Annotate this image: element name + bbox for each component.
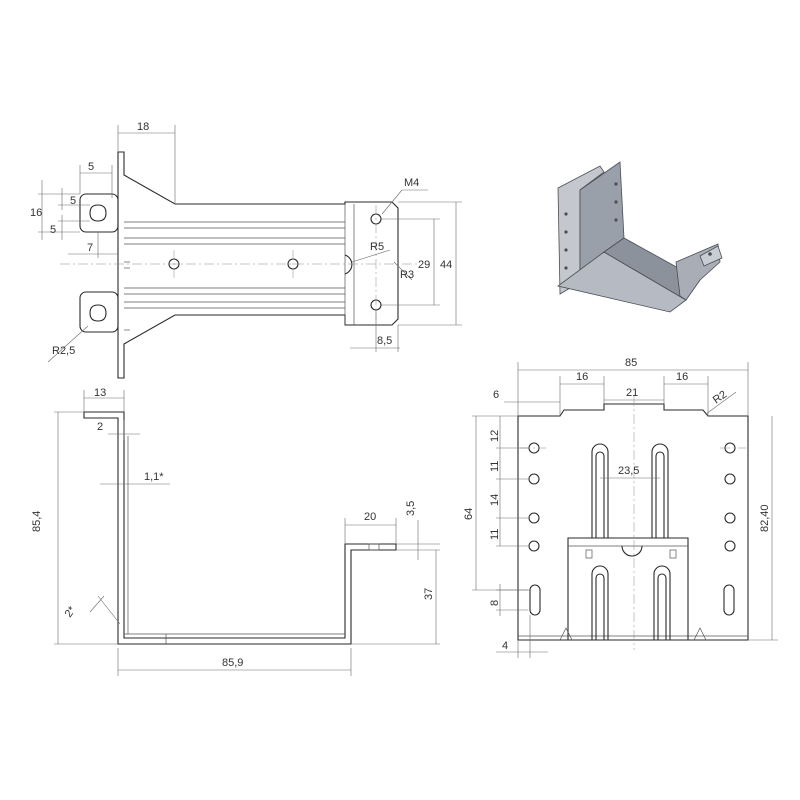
dim-14: 14 xyxy=(489,494,501,506)
front-view: 85 16 16 6 21 R2 12 11 14 11 23,5 64 82 xyxy=(463,357,778,658)
dim-23-5: 23,5 xyxy=(618,465,639,477)
dim-7: 7 xyxy=(87,242,93,254)
dim-29: 29 xyxy=(418,259,430,271)
dim-2-deg: 2* xyxy=(63,604,79,620)
dim-R5: R5 xyxy=(370,241,384,253)
dim-85: 85 xyxy=(625,357,637,369)
top-view-outline xyxy=(117,151,399,379)
dim-4: 4 xyxy=(502,640,508,652)
dim-6: 6 xyxy=(493,389,499,401)
dim-1-1: 1,1* xyxy=(144,471,164,483)
dim-R2: R2 xyxy=(711,389,729,407)
front-view-outline xyxy=(517,403,749,641)
dim-12: 12 xyxy=(489,430,501,442)
dim-85-9: 85,9 xyxy=(222,657,243,669)
dim-8-5: 8,5 xyxy=(377,335,392,347)
dim-M4: M4 xyxy=(404,177,419,189)
side-view: 13 2 1,1* 85,4 20 3,5 37 2* 85,9 xyxy=(31,387,440,676)
isometric-view xyxy=(557,161,723,313)
top-view: 18 5 5 16 5 7 M4 R5 R3 29 44 xyxy=(30,121,462,379)
dim-11-lower: 11 xyxy=(489,529,501,540)
dim-5-mid: 5 xyxy=(70,195,76,207)
dim-85-4: 85,4 xyxy=(31,511,43,532)
dim-2: 2 xyxy=(97,421,103,433)
dim-20: 20 xyxy=(364,511,376,523)
dim-16-right: 16 xyxy=(676,371,688,383)
dim-R2-5: R2,5 xyxy=(52,345,75,357)
dim-5-low: 5 xyxy=(50,224,56,236)
dim-82-40: 82,40 xyxy=(759,504,771,532)
side-view-profile xyxy=(83,411,397,645)
dim-8: 8 xyxy=(489,600,501,606)
dim-R3: R3 xyxy=(400,269,414,281)
dim-18: 18 xyxy=(137,121,149,133)
dim-64: 64 xyxy=(463,508,475,520)
dim-21: 21 xyxy=(626,387,638,399)
dim-16: 16 xyxy=(30,207,42,219)
dim-13: 13 xyxy=(94,387,106,399)
dim-11-upper: 11 xyxy=(489,461,501,472)
dim-5-top: 5 xyxy=(88,161,94,173)
dim-3-5: 3,5 xyxy=(405,501,417,516)
dim-16-left: 16 xyxy=(576,371,588,383)
dim-44: 44 xyxy=(440,259,452,271)
dim-37: 37 xyxy=(423,588,435,600)
